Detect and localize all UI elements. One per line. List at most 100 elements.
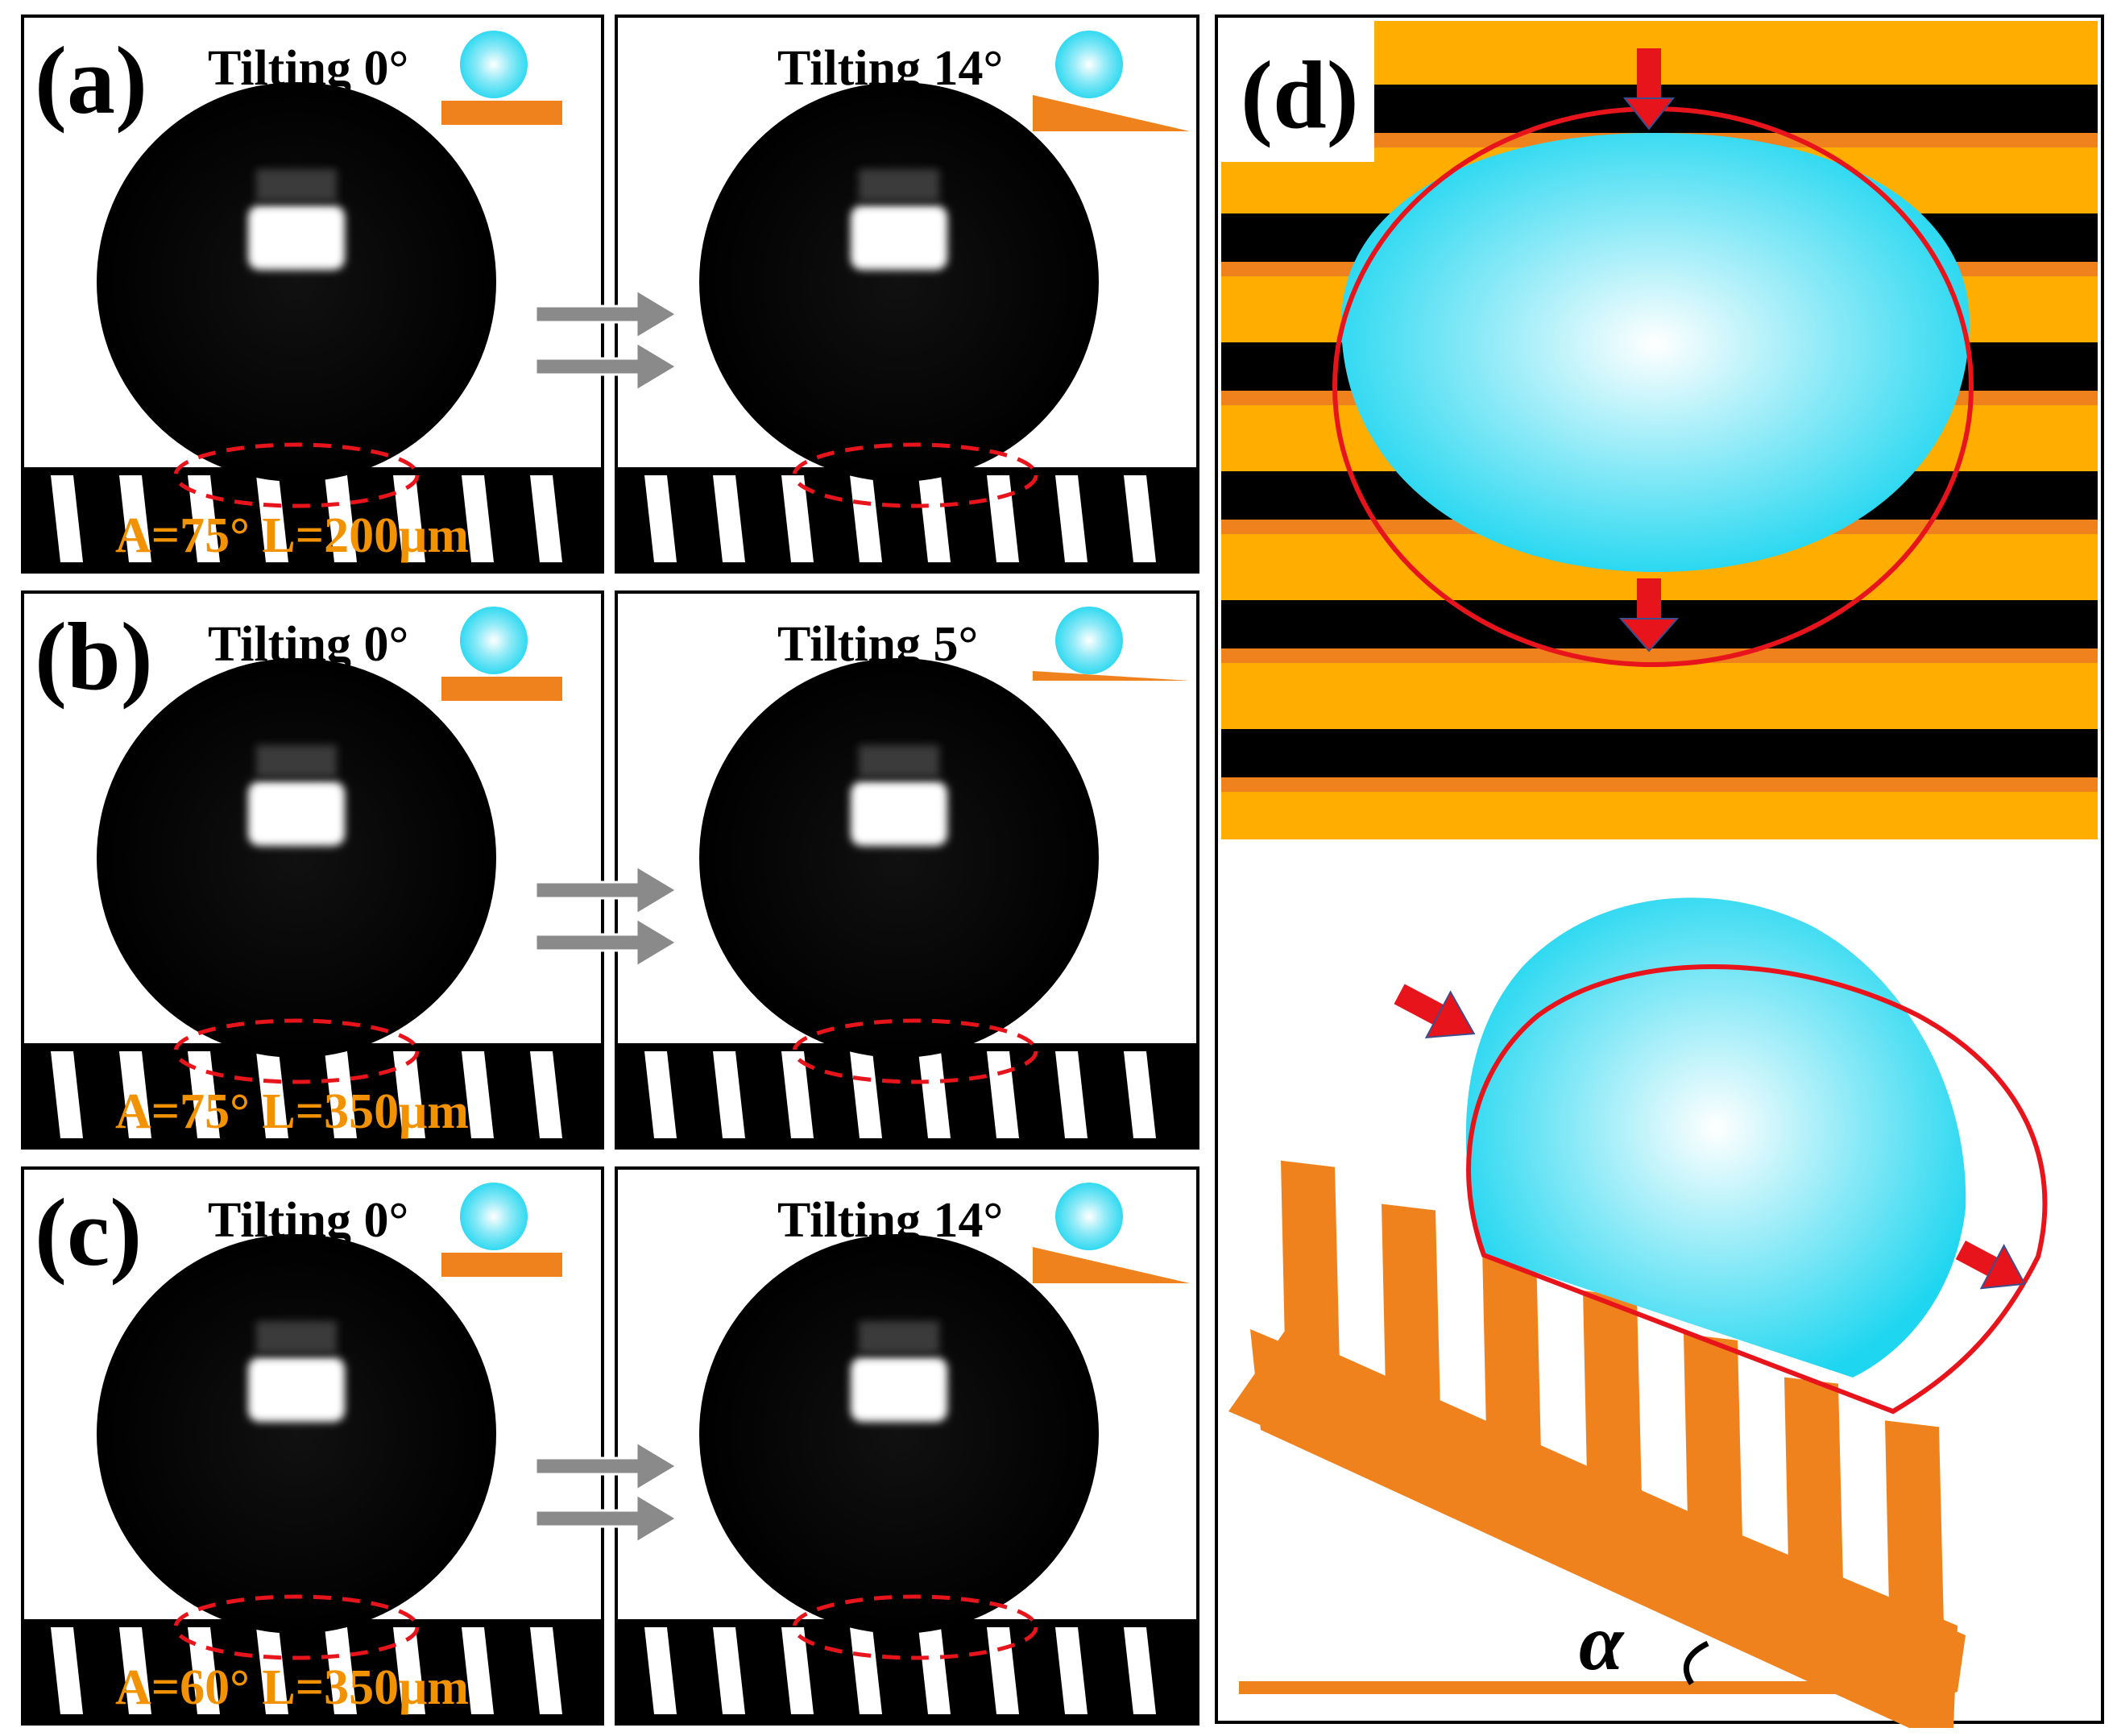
pillar-gap bbox=[713, 1051, 745, 1138]
pillar-params: A=75° L=200μm bbox=[115, 508, 469, 563]
tilt-label-left: Tilting 0° bbox=[208, 41, 408, 96]
tilt-label-left: Tilting 0° bbox=[208, 617, 408, 672]
contact-region-dashed bbox=[792, 442, 1038, 508]
pillar-gap bbox=[781, 475, 814, 562]
pillar-gap bbox=[530, 475, 562, 562]
droplet-photo bbox=[97, 1234, 496, 1634]
droplet-photo bbox=[699, 82, 1099, 482]
pillar-gap bbox=[325, 1051, 357, 1138]
panel-d-label-box bbox=[1221, 21, 1374, 162]
flat-substrate-icon bbox=[441, 101, 562, 125]
pillar-gap bbox=[1124, 1051, 1156, 1138]
substrate-pillar bbox=[1482, 1247, 1541, 1453]
photo-right-0: Tilting 14° bbox=[615, 15, 1199, 574]
pillar-gap bbox=[51, 1051, 83, 1138]
pillar-gap bbox=[256, 475, 288, 562]
droplet-highlight bbox=[248, 205, 345, 270]
tilted-substrate-icon bbox=[1033, 95, 1190, 131]
droplet-photo bbox=[97, 658, 496, 1058]
droplet-photo bbox=[699, 658, 1099, 1058]
pillar-gap bbox=[644, 1627, 677, 1714]
pillar-gap bbox=[51, 1627, 83, 1714]
red-arrow-down-top bbox=[1622, 48, 1676, 131]
droplet-reflection bbox=[256, 169, 337, 201]
flat-substrate-icon bbox=[441, 1253, 562, 1277]
tilted-substrate-side-view bbox=[1228, 1160, 1966, 1728]
panel-d-label: (d) bbox=[1241, 41, 1359, 148]
transition-arrows bbox=[534, 288, 679, 393]
tilt-label-right: Tilting 14° bbox=[777, 1193, 1003, 1248]
contact-region-dashed bbox=[792, 1594, 1038, 1660]
gray-arrow-top bbox=[534, 864, 679, 917]
panel-label: (c) bbox=[35, 1179, 142, 1286]
droplet-photo bbox=[699, 1234, 1099, 1634]
pillar-gap bbox=[119, 1627, 151, 1714]
substrate-pillar bbox=[1583, 1291, 1642, 1497]
pillar-gap bbox=[325, 1627, 357, 1714]
pillar-gap bbox=[462, 1051, 494, 1138]
pillar-gap bbox=[119, 1051, 151, 1138]
substrate-dark bbox=[618, 1043, 1196, 1146]
pillar-gap bbox=[1124, 1627, 1156, 1714]
pillar-gap bbox=[850, 1627, 882, 1714]
pillar-gap bbox=[713, 1627, 745, 1714]
gray-arrow-bottom bbox=[534, 340, 679, 393]
transition-arrows bbox=[534, 864, 679, 969]
tilt-label-right: Tilting 5° bbox=[777, 617, 978, 672]
pillar-gap bbox=[462, 1627, 494, 1714]
gray-arrow-top bbox=[534, 288, 679, 341]
droplet-side-view bbox=[1394, 897, 2048, 1415]
pillar-gap bbox=[987, 475, 1019, 562]
panel-label: (b) bbox=[35, 603, 153, 710]
gray-arrow-top bbox=[534, 1440, 679, 1493]
droplet-top-view bbox=[1332, 48, 1974, 667]
droplet-highlight bbox=[248, 1357, 345, 1422]
droplet-icon bbox=[1055, 1183, 1123, 1250]
pillar-gap bbox=[850, 1051, 882, 1138]
tilted-substrate-icon bbox=[1033, 1247, 1190, 1283]
gray-arrow-bottom bbox=[534, 916, 679, 969]
pillar-gap bbox=[325, 475, 357, 562]
substrate-pillar bbox=[1885, 1420, 1944, 1626]
pillar-gap bbox=[256, 1051, 288, 1138]
flat-substrate-icon bbox=[441, 677, 562, 701]
droplet-reflection bbox=[256, 745, 337, 777]
red-arrow-side-left bbox=[1394, 984, 1476, 1039]
pillar-gap bbox=[256, 1627, 288, 1714]
droplet-reflection bbox=[859, 745, 939, 777]
substrate-dark bbox=[618, 467, 1196, 570]
substrate-pillar bbox=[1382, 1204, 1440, 1410]
pillar-gap bbox=[1124, 475, 1156, 562]
pillar-gap bbox=[644, 1051, 677, 1138]
contact-region-dashed bbox=[173, 442, 420, 508]
pillar-gap bbox=[462, 475, 494, 562]
droplet-reflection bbox=[859, 169, 939, 201]
tilt-angle-arc bbox=[1683, 1640, 1709, 1685]
photo-right-2: Tilting 14° bbox=[615, 1166, 1199, 1726]
droplet-photo bbox=[97, 82, 496, 482]
substrate-pillar bbox=[1784, 1377, 1843, 1583]
pillar-gap bbox=[713, 475, 745, 562]
pillar-gap bbox=[1055, 1051, 1088, 1138]
droplet-highlight bbox=[851, 205, 947, 270]
photo-left-2: Tilting 0°(c)A=60° L=350μm bbox=[21, 1166, 604, 1726]
contact-region-dashed bbox=[792, 1018, 1038, 1084]
substrate-pillar bbox=[1281, 1160, 1340, 1366]
red-arrow-down-bottom bbox=[1618, 578, 1680, 653]
pillar-gap bbox=[987, 1051, 1019, 1138]
pillar-gap bbox=[918, 1051, 951, 1138]
tilt-label-right: Tilting 14° bbox=[777, 41, 1003, 96]
gray-arrow-bottom bbox=[534, 1492, 679, 1545]
stripe-shadow bbox=[1221, 777, 2098, 792]
pillar-gap bbox=[781, 1627, 814, 1714]
droplet-highlight bbox=[851, 781, 947, 846]
tilt-angle-symbol: α bbox=[1579, 1597, 1625, 1687]
pillar-gap bbox=[51, 475, 83, 562]
droplet-reflection bbox=[859, 1321, 939, 1353]
pillar-gap bbox=[918, 1627, 951, 1714]
pillar-gap bbox=[781, 1051, 814, 1138]
droplet-highlight bbox=[248, 781, 345, 846]
pillar-gap bbox=[850, 475, 882, 562]
pillar-gap bbox=[644, 475, 677, 562]
